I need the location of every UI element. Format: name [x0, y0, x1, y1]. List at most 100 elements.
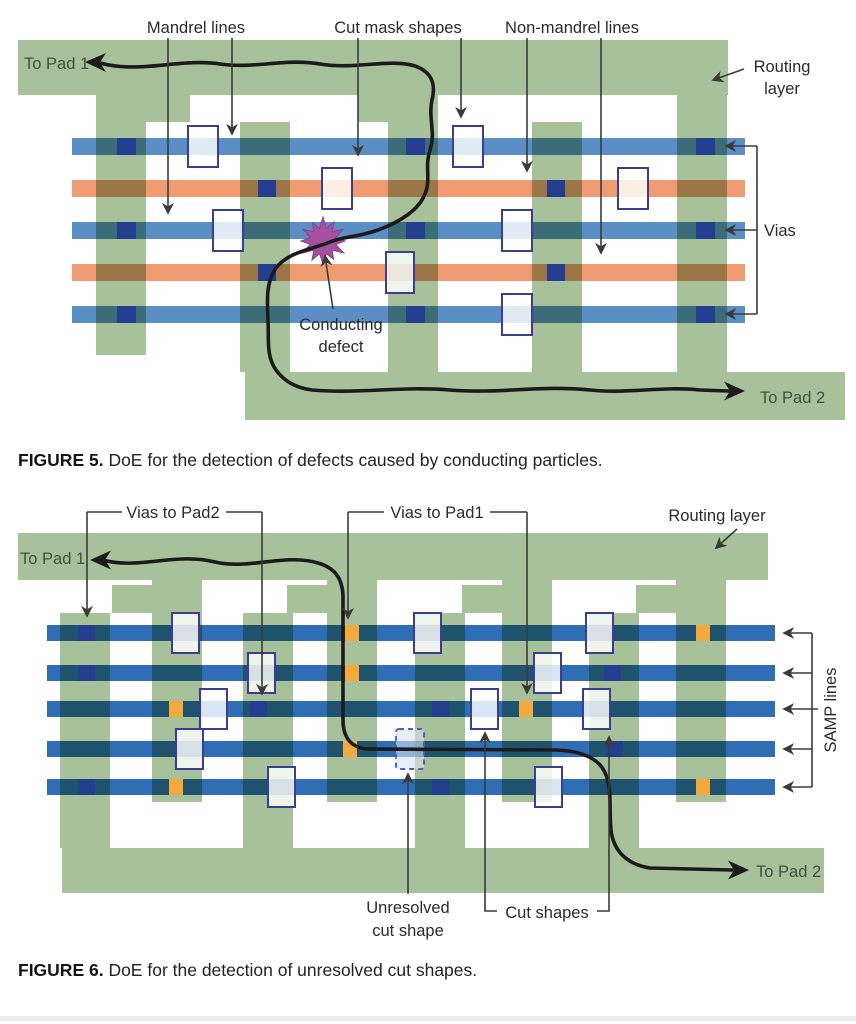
unresolved-cut-label-line2: cut shape — [372, 922, 444, 940]
to-pad2-label: To Pad 2 — [760, 389, 825, 407]
routing-column — [532, 122, 582, 372]
fig6-vias-pad1 — [169, 625, 710, 795]
routing-layer-arrow — [714, 528, 738, 550]
cut-mask-shapes-label: Cut mask shapes — [334, 19, 461, 37]
conducting-defect-label-line1: Conducting — [299, 316, 382, 334]
via-orange — [519, 701, 533, 717]
unresolved-cut-label-line1: Unresolved — [366, 899, 449, 917]
cut-shapes-arrow — [597, 735, 615, 912]
vias-label: Vias — [764, 222, 796, 240]
cut-shape — [585, 612, 614, 654]
cut-shape — [582, 688, 611, 730]
via — [250, 701, 267, 717]
cut-shapes-label: Cut shapes — [505, 904, 588, 922]
samp-line — [47, 625, 775, 641]
via-orange — [345, 625, 359, 641]
cut-mask-shape — [187, 125, 219, 168]
figure5-diagram: Mandrel lines Cut mask shapes Non-mandre… — [18, 19, 845, 420]
figure5-caption-text: DoE for the detection of defects caused … — [103, 450, 603, 470]
routing-layer-label: Routing layer — [668, 507, 766, 525]
via — [78, 625, 95, 641]
cut-shape — [171, 612, 200, 654]
fig6-cut-shapes — [171, 612, 614, 808]
cut-mask-shape — [212, 209, 244, 252]
fig5-cut-mask-shapes — [187, 125, 649, 336]
figure6-caption-text: DoE for the detection of unresolved cut … — [103, 960, 478, 980]
cut-shapes-arrow — [479, 731, 497, 912]
via-orange — [696, 779, 710, 795]
cut-mask-shape — [617, 167, 649, 210]
samp-bracket — [811, 633, 818, 787]
conducting-defect-shape — [299, 215, 347, 266]
routing-column — [240, 122, 290, 372]
routing-layer-arrow — [711, 68, 745, 83]
cut-mask-shape — [501, 293, 533, 336]
via-orange — [169, 701, 183, 717]
non-mandrel-line — [72, 180, 745, 197]
figure6-diagram: Vias to Pad2 Vias to Pad1 Routing layer … — [18, 504, 840, 940]
figure6-caption-tag: FIGURE 6. — [18, 960, 104, 980]
cut-mask-shape — [321, 167, 353, 210]
samp-line — [47, 665, 775, 681]
page-bottom-edge — [0, 1016, 856, 1021]
fig5-routing-bar-bottom — [245, 372, 845, 420]
cut-shape — [199, 688, 228, 730]
via — [406, 306, 425, 323]
cut-shape — [413, 612, 442, 654]
cut-mask-shape — [452, 125, 484, 168]
conducting-defect-arrow — [320, 254, 334, 310]
to-pad1-label: To Pad 1 — [20, 550, 85, 568]
via — [406, 138, 425, 155]
conducting-defect-label-line2: defect — [319, 338, 364, 356]
cut-mask-shape — [501, 209, 533, 252]
vias-to-pad2-label: Vias to Pad2 — [126, 504, 219, 522]
via — [696, 138, 715, 155]
via — [78, 665, 95, 681]
via — [432, 779, 449, 795]
via-orange — [345, 665, 359, 681]
via — [547, 180, 565, 197]
wire-arrowhead-to-pad1 — [85, 53, 106, 72]
samp-lines-label: SAMP lines — [822, 668, 840, 753]
via — [696, 222, 715, 239]
cut-shape — [534, 766, 563, 808]
vias-to-pad1-label: Vias to Pad1 — [390, 504, 483, 522]
fig5-wire — [98, 60, 730, 393]
cut-shape — [267, 766, 296, 808]
wire-arrowhead-to-pad2 — [728, 860, 749, 880]
fig5-vias — [117, 138, 715, 323]
cut-shape — [470, 688, 499, 730]
routing-column — [243, 613, 293, 848]
via — [117, 222, 136, 239]
routing-column — [60, 613, 110, 848]
fig6-vias-pad2 — [78, 625, 623, 795]
via-orange — [696, 625, 710, 641]
via — [78, 779, 95, 795]
figure5-caption-tag: FIGURE 5. — [18, 450, 104, 470]
routing-layer-label-line2: layer — [764, 80, 800, 98]
routing-column — [676, 580, 726, 802]
fig6-routing-bar-top — [18, 533, 768, 580]
figure5-caption: FIGURE 5. DoE for the detection of defec… — [18, 450, 838, 471]
wire-arrowhead-to-pad2 — [724, 381, 745, 401]
via — [406, 222, 425, 239]
to-pad2-label: To Pad 2 — [756, 863, 821, 881]
mandrel-lines-label: Mandrel lines — [147, 19, 245, 37]
cut-mask-shape — [385, 251, 415, 294]
figure6-caption: FIGURE 6. DoE for the detection of unres… — [18, 960, 838, 981]
via — [547, 264, 565, 281]
via — [604, 665, 621, 681]
via — [432, 701, 449, 717]
to-pad1-label: To Pad 1 — [24, 55, 89, 73]
cut-shape — [175, 728, 204, 770]
via — [117, 306, 136, 323]
wire-arrowhead-to-pad1 — [90, 550, 111, 570]
fig6-wire — [100, 557, 734, 872]
samp-line — [47, 779, 775, 795]
via — [117, 138, 136, 155]
via — [696, 306, 715, 323]
routing-column — [327, 580, 377, 802]
non-mandrel-lines-label: Non-mandrel lines — [505, 19, 639, 37]
via-orange — [169, 779, 183, 795]
